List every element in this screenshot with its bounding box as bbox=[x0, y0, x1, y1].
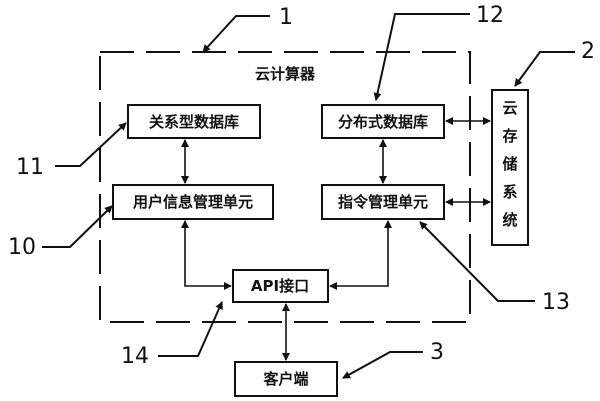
cloud-storage-char-2: 存 bbox=[502, 127, 517, 145]
connectors bbox=[181, 117, 491, 361]
ref-number-14: 14 bbox=[121, 344, 149, 369]
cloud-storage-char-3: 储 bbox=[502, 155, 517, 173]
api-label: API接口 bbox=[251, 277, 309, 295]
relational-db-label: 关系型数据库 bbox=[149, 113, 239, 131]
ref-number-13: 13 bbox=[542, 290, 570, 315]
user-info-box bbox=[112, 184, 274, 220]
arrow-command-api bbox=[329, 220, 392, 290]
leader-12 bbox=[373, 13, 470, 101]
ref-number-10: 10 bbox=[8, 235, 36, 260]
relational-db-box bbox=[127, 104, 261, 139]
leader-10 bbox=[42, 205, 113, 248]
client-box bbox=[234, 361, 338, 397]
user-info-label: 用户信息管理单元 bbox=[133, 193, 253, 211]
leader-13 bbox=[419, 221, 535, 302]
distributed-db-box bbox=[321, 104, 445, 139]
arrow-userinfo-api bbox=[181, 220, 232, 290]
client-label: 客户端 bbox=[262, 370, 308, 388]
leader-lines bbox=[42, 13, 575, 379]
distributed-db-label: 分布式数据库 bbox=[338, 113, 428, 131]
cloud-storage-box bbox=[491, 89, 529, 246]
leader-2 bbox=[514, 51, 575, 87]
api-box bbox=[232, 269, 329, 303]
ref-number-3: 3 bbox=[430, 340, 444, 365]
leader-14 bbox=[158, 301, 223, 357]
leader-3 bbox=[342, 351, 423, 379]
command-mgmt-label: 指令管理单元 bbox=[338, 193, 428, 211]
ref-number-11: 11 bbox=[16, 155, 44, 180]
leader-1 bbox=[202, 15, 270, 53]
cloud-computer-container bbox=[99, 51, 471, 323]
ref-number-1: 1 bbox=[279, 5, 293, 30]
cloud-storage-char-5: 统 bbox=[502, 211, 517, 229]
ref-number-12: 12 bbox=[476, 3, 504, 28]
cloud-storage-char-1: 云 bbox=[502, 99, 517, 117]
leader-11 bbox=[55, 122, 127, 167]
cloud-storage-char-4: 系 bbox=[502, 183, 517, 201]
ref-number-2: 2 bbox=[581, 39, 595, 64]
cloud-computer-title: 云计算器 bbox=[255, 65, 316, 83]
command-mgmt-box bbox=[321, 184, 445, 220]
